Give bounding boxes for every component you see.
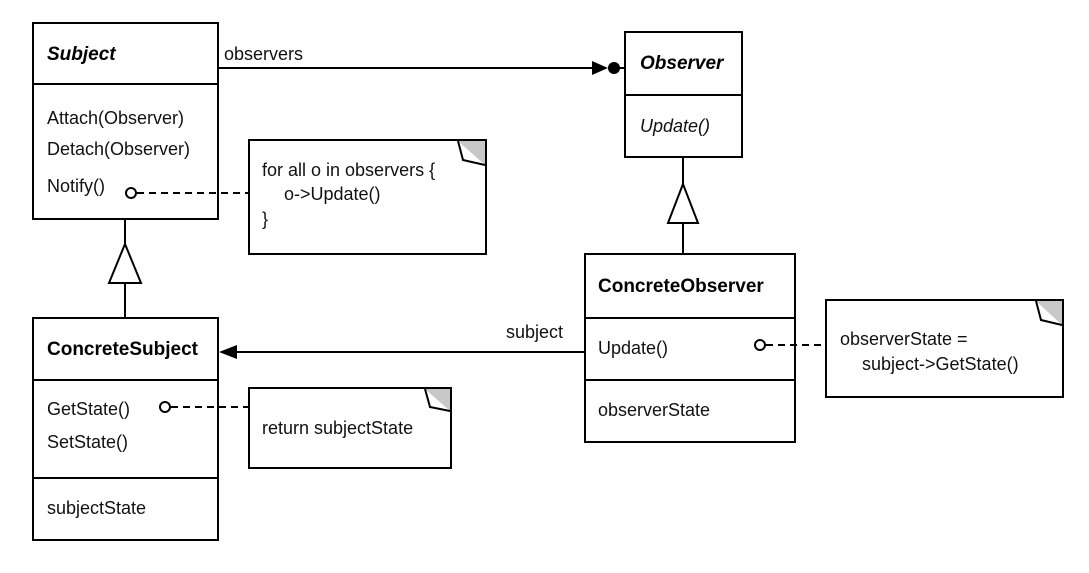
class-name: ConcreteObserver (598, 276, 764, 297)
attribute: subjectState (47, 498, 146, 518)
observers-association: observers (218, 44, 625, 75)
subject-generalization (107, 219, 143, 318)
concrete-subject-class: ConcreteSubject GetState() SetState() su… (32, 317, 219, 541)
operation: Notify() (47, 176, 105, 196)
update-note: observerState = subject->GetState() (754, 299, 1064, 398)
note-line: } (262, 209, 268, 229)
operation: SetState() (47, 432, 128, 452)
note-line: observerState = (840, 329, 968, 349)
class-name: Observer (640, 53, 725, 74)
operation: Attach(Observer) (47, 108, 184, 128)
subject-association: subject (219, 322, 585, 359)
notify-note: for all o in observers { o->Update() } (125, 139, 487, 255)
note-line: o->Update() (284, 184, 381, 204)
observer-class: Observer Update() (624, 31, 743, 158)
operation: GetState() (47, 399, 130, 419)
class-name: Subject (47, 44, 116, 65)
operation: Update() (640, 116, 710, 136)
note-line: subject->GetState() (862, 354, 1019, 374)
observer-generalization (666, 157, 700, 254)
subject-class: Subject Attach(Observer) Detach(Observer… (32, 22, 219, 220)
note-line: return subjectState (262, 418, 413, 438)
getstate-note: return subjectState (159, 387, 452, 469)
attribute: observerState (598, 400, 710, 420)
subject-label: subject (506, 322, 563, 342)
operation: Detach(Observer) (47, 139, 190, 159)
note-line: for all o in observers { (262, 160, 435, 180)
operation: Update() (598, 338, 668, 358)
class-name: ConcreteSubject (47, 339, 199, 360)
observers-label: observers (224, 44, 303, 64)
